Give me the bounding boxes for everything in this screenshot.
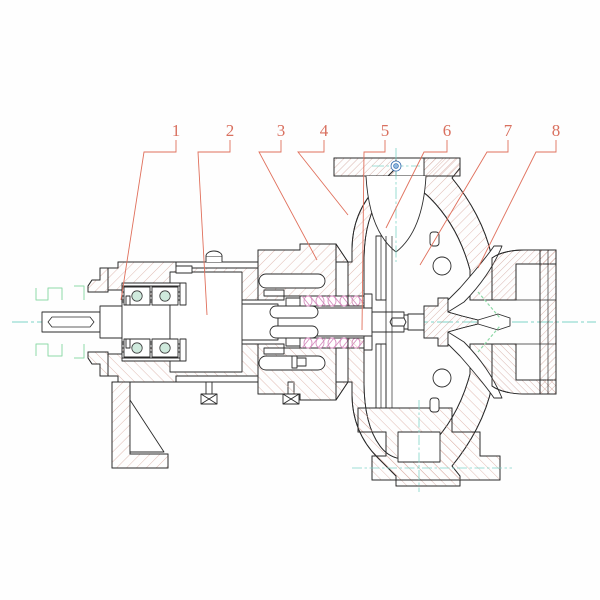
callout-number-7: 7 [504,121,513,140]
callout-number-3: 3 [277,121,286,140]
bracket-bolts [125,295,131,349]
impeller [407,245,511,399]
ball-bearing-set [121,282,187,362]
callout-numbers: 1 2 3 4 5 6 7 8 [172,121,561,140]
leader-1 [120,140,177,301]
callout-group [120,140,557,331]
leader-5 [361,140,386,331]
leader-4 [297,140,349,216]
callout-number-6: 6 [443,121,452,140]
seal-cover-plate [375,235,387,409]
callout-number-1: 1 [172,121,181,140]
leader-3 [258,140,318,261]
leader-8 [477,140,557,269]
callout-number-2: 2 [226,121,235,140]
callout-number-8: 8 [552,121,561,140]
leader-7 [419,140,509,266]
casing-support-foot [352,400,512,492]
callout-number-5: 5 [381,121,390,140]
leader-6 [385,140,448,229]
support-foot-left [111,381,169,469]
casing-split-line [385,236,393,408]
callout-number-4: 4 [320,121,329,140]
casing-bolts [429,231,452,413]
construction-marks [35,285,85,359]
suction-flange [539,249,557,395]
discharge-flange [333,148,461,262]
leader-2 [197,140,231,316]
